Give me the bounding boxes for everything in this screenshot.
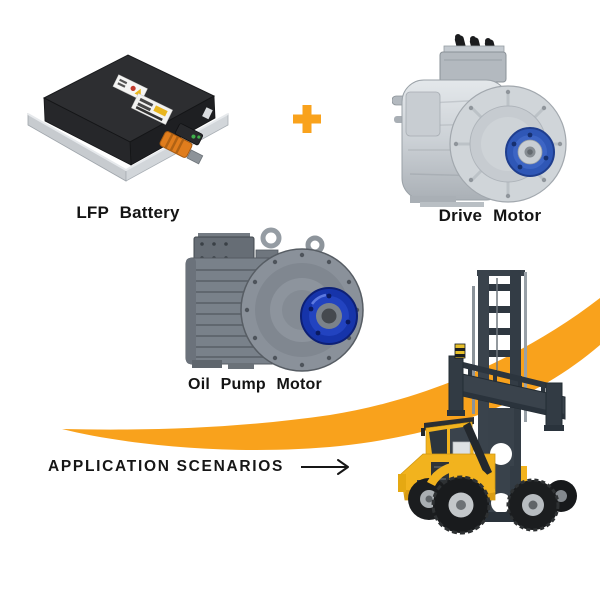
battery-connectors xyxy=(159,123,204,165)
long-right-arrow-icon xyxy=(301,459,350,475)
caption-drive-motor: Drive Motor xyxy=(438,206,542,225)
caption-oil-pump-motor: Oil Pump Motor xyxy=(188,376,322,393)
drive-motor-image xyxy=(392,34,567,207)
oil-pump-motor-image xyxy=(185,227,364,372)
plus-icon xyxy=(293,105,321,133)
battery-brand-label xyxy=(131,93,173,125)
forklift-image xyxy=(398,270,577,535)
caption-lfp-battery: LFP Battery xyxy=(76,203,180,222)
application-scenarios-label: APPLICATION SCENARIOS xyxy=(48,458,285,475)
lfp-battery-image xyxy=(27,54,229,182)
application-scenarios-row: APPLICATION SCENARIOS xyxy=(48,458,352,476)
